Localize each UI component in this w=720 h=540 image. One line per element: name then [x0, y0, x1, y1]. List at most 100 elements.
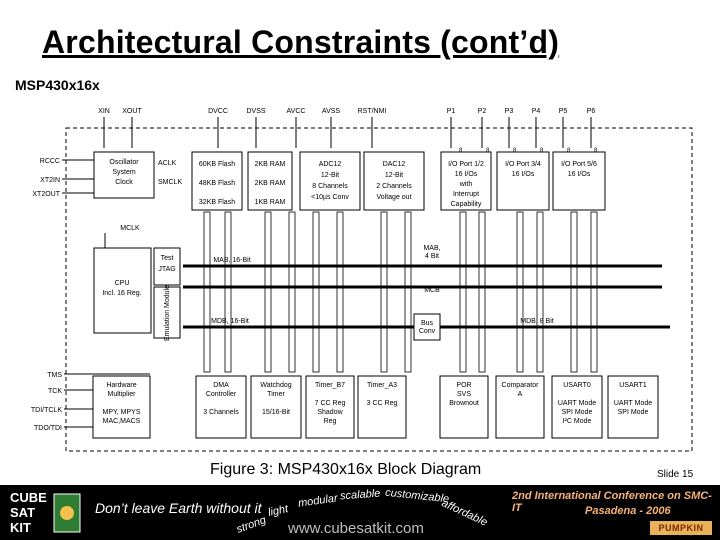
bus-width-mark-2: 8: [513, 148, 517, 154]
io-port-12-block: [440, 151, 492, 211]
bus-connector-11: [536, 211, 544, 373]
emulation-module-label: Emulation Module: [164, 285, 171, 341]
bus-conv-line-0: Bus: [421, 320, 434, 327]
footer-banner: CUBE SAT KIT Don’t leave Earth without i…: [0, 485, 720, 540]
slide-number: Slide 15: [657, 469, 694, 480]
slide-title: Architectural Constraints (cont’d): [42, 24, 560, 60]
bus-width-mark-1: 8: [486, 148, 490, 154]
bus-conv-block: [413, 313, 441, 341]
io-port-56-line-1: 16 I/Os: [568, 171, 591, 178]
peripheral-block-5: [439, 375, 489, 439]
peripheral-block-7: [551, 375, 603, 439]
bus-connector-10: [516, 211, 524, 373]
dac12-line-2: 2 Channels: [376, 183, 412, 190]
conference-name: 2nd International Conference on SMC-IT: [512, 490, 712, 514]
adc12-block: [299, 151, 361, 211]
pin-avcc: AVCC: [287, 108, 306, 115]
jtag-pin-0: TMS: [47, 372, 62, 379]
bus-width-mark-4: 8: [567, 148, 571, 154]
bus-width-mark-0: 8: [459, 148, 463, 154]
cubesatkit-logo: CUBE SAT KIT: [6, 488, 86, 537]
word-affordable: affordable: [439, 497, 490, 529]
peripheral-block-3-line-2: 7 CC Reg: [315, 400, 346, 407]
bus-connector-1: [224, 211, 232, 373]
oscillator-line-1: System: [112, 169, 136, 176]
io-port-12-line-4: Capability: [451, 201, 482, 208]
mdb16-label: MDB, 16-Bit: [211, 318, 249, 325]
footer-slogan: Don’t leave Earth without it: [95, 500, 262, 516]
emulation-module-block: [153, 286, 181, 339]
peripheral-block-8: [607, 375, 659, 439]
peripheral-block-1-line-0: DMA: [213, 382, 229, 389]
pin-dvss: DVSS: [246, 108, 265, 115]
io-port-34-line-1: 16 I/Os: [512, 171, 535, 178]
peripheral-block-4: [357, 375, 407, 439]
bus-width-mark-5: 8: [594, 148, 598, 154]
logo-line-2: SAT: [10, 505, 35, 520]
peripheral-block-8-line-3: SPI Mode: [618, 409, 649, 416]
io-port-12-line-1: 16 I/Os: [455, 171, 478, 178]
oscillator-block: [93, 151, 155, 199]
bus-width-mark-3: 8: [540, 148, 544, 154]
peripheral-block-3: [305, 375, 355, 439]
flash-line-2: 32KB Flash: [199, 199, 235, 206]
mab4-label-line-0: MAB,: [423, 245, 440, 252]
ram-line-1: 2KB RAM: [255, 180, 286, 187]
ram-line-2: 1KB RAM: [255, 199, 286, 206]
pin-p5: P5: [559, 108, 568, 115]
cpu-line-0: CPU: [115, 280, 130, 287]
peripheral-block-0-line-1: Multiplier: [107, 391, 136, 398]
io-port-34-block: [496, 151, 550, 211]
cpu-line-1: Incl. 16 Reg.: [102, 290, 141, 297]
bus-connector-3: [288, 211, 296, 373]
jtag-pin-1: TCK: [48, 388, 62, 395]
cpu-block: [93, 247, 152, 334]
pin-p1: P1: [447, 108, 456, 115]
bus-connector-13: [590, 211, 598, 373]
adc12-line-3: <10µs Conv: [311, 194, 349, 201]
peripheral-block-8-line-0: USART1: [619, 382, 647, 389]
peripheral-block-0-line-3: MPY, MPYS: [103, 409, 141, 416]
bus-connector-9: [478, 211, 486, 373]
io-port-12-line-3: Interrupt: [453, 191, 479, 198]
pin-p3: P3: [505, 108, 514, 115]
flash-line-0: 60KB Flash: [199, 161, 235, 168]
conference-location: Pasadena - 2006: [585, 505, 671, 517]
dac12-line-1: 12-Bit: [385, 172, 403, 179]
peripheral-block-1: [195, 375, 247, 439]
oscillator-line-2: Clock: [115, 179, 133, 186]
pin-xin: XIN: [98, 108, 110, 115]
word-modular: modular: [297, 492, 339, 510]
bus-connector-4: [312, 211, 320, 373]
flash-line-1: 48KB Flash: [199, 180, 235, 187]
word-strong: strong: [234, 514, 268, 536]
jtag-pin-3: TDO/TDI: [34, 425, 62, 432]
peripheral-block-6-line-1: A: [518, 391, 523, 398]
dac12-block: [363, 151, 425, 211]
left-pin-0: RCCC: [40, 158, 60, 165]
figure-caption: Figure 3: MSP430x16x Block Diagram: [210, 461, 482, 478]
bus-connector-7: [404, 211, 412, 373]
bus-connector-12: [570, 211, 578, 373]
peripheral-block-1-line-1: Controller: [206, 391, 237, 398]
footer-url[interactable]: www.cubesatkit.com: [288, 520, 424, 537]
word-light: light: [266, 503, 290, 519]
peripheral-block-6-line-0: Comparator: [502, 382, 540, 389]
peripheral-block-7-line-2: UART Mode: [558, 400, 596, 407]
peripheral-block-7-line-0: USART0: [563, 382, 591, 389]
peripheral-block-5-line-2: Brownout: [449, 400, 479, 407]
pin-dvcc: DVCC: [208, 108, 228, 115]
chip-boundary: [65, 127, 693, 452]
peripheral-block-2-line-0: Watchdog: [260, 382, 291, 389]
test-jtag-block: [153, 247, 181, 286]
bus-connector-0: [203, 211, 211, 373]
io-port-56-line-0: I/O Port 5/6: [561, 161, 597, 168]
bus-connector-6: [380, 211, 388, 373]
mcb-label: MCB: [424, 287, 440, 294]
peripheral-block-4-line-2: 3 CC Reg: [367, 400, 398, 407]
aclk-label: ACLK: [158, 160, 177, 167]
peripheral-block-2: [250, 375, 302, 439]
pin-p6: P6: [587, 108, 596, 115]
pin-p4: P4: [532, 108, 541, 115]
